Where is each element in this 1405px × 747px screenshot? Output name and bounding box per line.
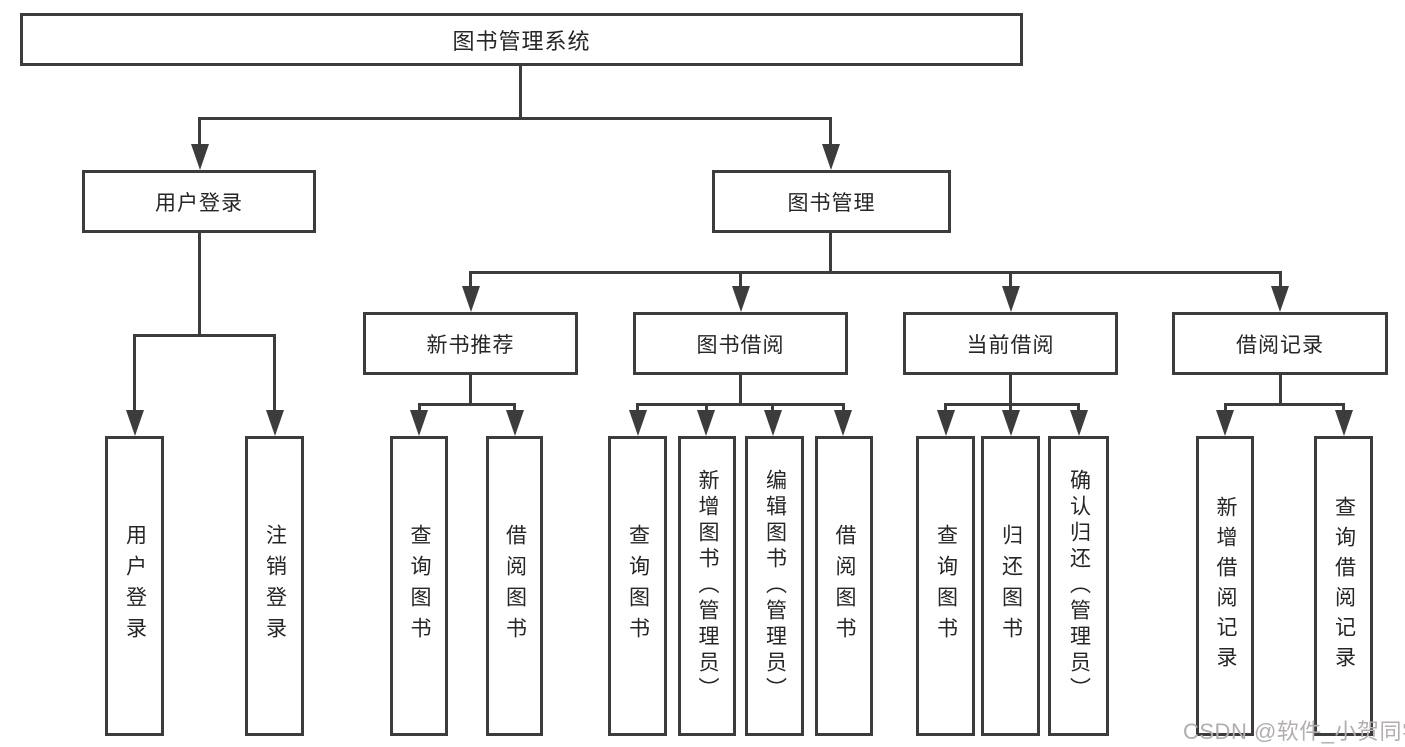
arrowhead-to-user-login [190, 144, 209, 170]
leaf-label: 用户登录 [123, 524, 147, 648]
leaf-label: 新增借阅记录 [1214, 496, 1237, 676]
connector-drop-book-management [829, 117, 832, 145]
connector-level2-split [198, 117, 832, 120]
connector-drop-user-login [198, 117, 201, 145]
leaf-add-borrow-record: 新增借阅记录 [1196, 436, 1254, 736]
leaf-label: 新增图书（管理员） [696, 469, 719, 703]
leaf-label: 借阅图书 [833, 524, 856, 648]
leaf-label: 查询图书 [626, 524, 650, 648]
arrowhead-to-current-borrow [1001, 286, 1020, 312]
connector-book-management-stem [829, 233, 832, 274]
arrowhead-to-new-book [461, 286, 480, 312]
connector-level3-split [469, 271, 1282, 274]
node-library-management-system: 图书管理系统 [20, 13, 1023, 66]
leaf-label: 归还图书 [999, 524, 1023, 648]
connector-drop-g4-add [1223, 403, 1227, 413]
leaf-user-login: 用户登录 [105, 436, 164, 736]
arrowhead-g2-edit [763, 410, 782, 436]
connector-new-book-split [417, 403, 516, 406]
leaf-label: 查询图书 [408, 524, 431, 648]
node-label: 当前借阅 [966, 333, 1055, 357]
arrowhead-g3-return [1001, 410, 1020, 436]
leaf-query-books-recommend: 查询图书 [390, 436, 448, 736]
leaf-query-books-current: 查询图书 [916, 436, 975, 736]
connector-drop-g1-borrow [513, 403, 516, 413]
arrowhead-to-book-management [821, 144, 840, 170]
node-label: 图书管理 [787, 191, 876, 215]
leaf-confirm-return-admin: 确认归还（管理员） [1048, 436, 1109, 736]
connector-drop-current-borrow [1009, 271, 1012, 287]
node-book-management: 图书管理 [712, 170, 951, 233]
arrowhead-g2-add [697, 410, 715, 436]
leaf-borrow-books-recommend: 借阅图书 [486, 436, 543, 736]
connector-drop-g3-return [1009, 403, 1012, 413]
connector-borrow-records-split [1223, 403, 1345, 406]
connector-book-borrow-stem [739, 375, 742, 406]
connector-root-stem [518, 66, 522, 120]
csdn-watermark: CSDN @软件_小贺同学 [1183, 719, 1405, 744]
arrowhead-g1-borrow [505, 410, 524, 436]
leaf-label: 确认归还（管理员） [1067, 469, 1091, 703]
connector-user-login-stem [198, 233, 201, 337]
node-label: 图书借阅 [696, 333, 785, 357]
connector-drop-g4-query [1342, 403, 1345, 413]
node-user-login: 用户登录 [82, 170, 316, 233]
leaf-label: 查询图书 [934, 524, 958, 648]
node-borrowing-records: 借阅记录 [1172, 312, 1388, 375]
leaf-add-books-admin: 新增图书（管理员） [678, 436, 736, 736]
node-current-borrowing: 当前借阅 [903, 312, 1118, 375]
arrowhead-g2-borrow [834, 410, 852, 436]
arrowhead-to-leaf-logout [265, 410, 284, 436]
arrowhead-to-leaf-user-login [125, 410, 144, 436]
arrowhead-g2-query [628, 410, 647, 436]
connector-drop-g3-confirm [1077, 403, 1080, 413]
leaf-logout: 注销登录 [245, 436, 304, 736]
node-label: 用户登录 [155, 191, 243, 215]
connector-drop-g3-query [944, 403, 947, 413]
leaf-edit-books-admin: 编辑图书（管理员） [745, 436, 804, 736]
leaf-label: 借阅图书 [503, 524, 527, 648]
connector-current-borrow-split [944, 403, 1080, 406]
connector-user-login-split [133, 334, 276, 337]
arrowhead-g3-confirm [1069, 410, 1088, 436]
connector-drop-book-borrow [739, 271, 742, 287]
connector-drop-leaf-logout [273, 334, 276, 411]
connector-borrow-records-stem [1278, 375, 1282, 406]
connector-drop-leaf-user-login [133, 334, 136, 411]
leaf-label: 查询借阅记录 [1332, 496, 1356, 676]
arrowhead-g3-query [936, 410, 955, 436]
leaf-query-borrow-record: 查询借阅记录 [1314, 436, 1373, 736]
arrowhead-g1-query [410, 410, 428, 436]
node-label: 新书推荐 [426, 333, 515, 357]
leaf-query-books-borrowing: 查询图书 [608, 436, 667, 736]
connector-current-borrow-stem [1009, 375, 1012, 406]
connector-drop-g1-query [417, 403, 421, 413]
arrowhead-g4-add [1216, 410, 1234, 436]
arrowhead-g4-query [1334, 410, 1353, 436]
connector-drop-g2-borrow [841, 403, 845, 413]
connector-drop-g2-edit [771, 403, 774, 413]
node-label: 图书管理系统 [452, 28, 591, 54]
leaf-return-books: 归还图书 [981, 436, 1040, 736]
leaf-borrow-books: 借阅图书 [815, 436, 873, 736]
node-book-borrowing: 图书借阅 [633, 312, 848, 375]
leaf-label: 编辑图书（管理员） [763, 469, 787, 703]
arrowhead-to-book-borrow [731, 286, 750, 312]
arrowhead-to-borrow-records [1271, 286, 1289, 312]
node-label: 借阅记录 [1236, 333, 1324, 357]
connector-book-borrow-split [636, 403, 845, 406]
connector-drop-borrow-records [1278, 271, 1282, 287]
connector-new-book-stem [469, 375, 472, 406]
connector-drop-new-book [469, 271, 472, 287]
connector-drop-g2-add [704, 403, 708, 413]
connector-drop-g2-query [636, 403, 639, 413]
leaf-label: 注销登录 [263, 524, 287, 648]
node-new-book-recommendation: 新书推荐 [363, 312, 578, 375]
